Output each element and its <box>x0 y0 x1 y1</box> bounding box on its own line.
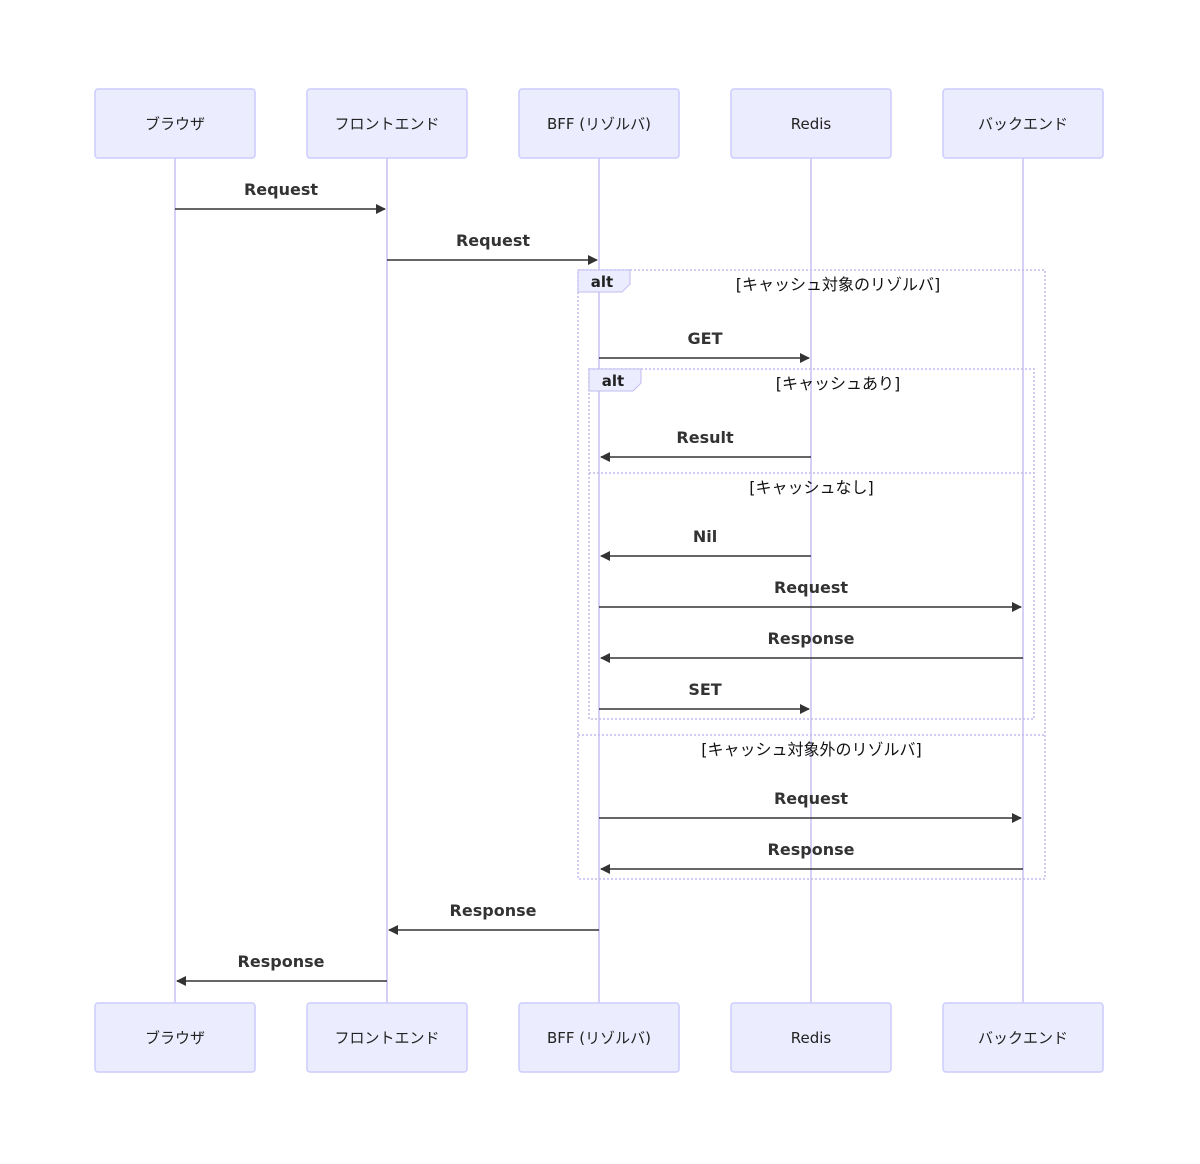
participant-label: フロントエンド <box>334 115 439 133</box>
participant-label: フロントエンド <box>334 1029 439 1047</box>
participant-redis-bottom: Redis <box>730 1002 892 1073</box>
fragment-outer-alt: alt [キャッシュ対象のリゾルバ] [キャッシュ対象外のリゾルバ] <box>577 269 1046 880</box>
participant-frontend-bottom: フロントエンド <box>306 1002 468 1073</box>
message-5: Nil <box>600 527 811 561</box>
participant-label: BFF (リゾルバ) <box>547 1029 651 1047</box>
participant-box <box>942 1002 1104 1073</box>
fragment-keyword: alt <box>602 372 624 390</box>
message-label: SET <box>688 680 721 699</box>
participant-box <box>306 88 468 159</box>
participant-box <box>730 1002 892 1073</box>
message-label: Response <box>768 629 855 648</box>
fragment-guard: [キャッシュ対象外のリゾルバ] <box>701 740 922 759</box>
message-label: Request <box>244 180 318 199</box>
message-9: Request <box>599 789 1022 823</box>
participant-label: Redis <box>791 1029 832 1047</box>
fragment-keyword-tag <box>577 269 631 293</box>
participant-label: Redis <box>791 115 832 133</box>
message-label: GET <box>688 329 723 348</box>
message-label: Result <box>676 428 734 447</box>
participant-box <box>518 88 680 159</box>
participant-label: ブラウザ <box>145 1029 205 1047</box>
message-1: Request <box>175 180 386 214</box>
fragment-frame <box>588 368 1035 720</box>
participant-bff-top: BFF (リゾルバ) <box>518 88 680 159</box>
fragment-keyword-tag <box>588 368 642 392</box>
participant-backend-top: バックエンド <box>942 88 1104 159</box>
participant-box <box>730 88 892 159</box>
participant-label: バックエンド <box>978 115 1068 133</box>
participant-box <box>94 88 256 159</box>
message-2: Request <box>387 231 598 265</box>
fragment-inner-alt: alt [キャッシュあり] [キャッシュなし] <box>588 368 1035 720</box>
participant-redis-top: Redis <box>730 88 892 159</box>
message-7: Response <box>600 629 1023 663</box>
message-label: Response <box>238 952 325 971</box>
message-label: Request <box>774 578 848 597</box>
fragment-guard: [キャッシュなし] <box>749 478 874 497</box>
message-label: Response <box>768 840 855 859</box>
message-label: Request <box>456 231 530 250</box>
lifelines <box>174 158 1024 1003</box>
participant-box <box>942 88 1104 159</box>
fragment-guard: [キャッシュ対象のリゾルバ] <box>736 275 941 294</box>
participant-browser-bottom: ブラウザ <box>94 1002 256 1073</box>
participant-browser-top: ブラウザ <box>94 88 256 159</box>
participant-bff-bottom: BFF (リゾルバ) <box>518 1002 680 1073</box>
fragments: alt [キャッシュ対象のリゾルバ] [キャッシュ対象外のリゾルバ] alt [キャッシ… <box>577 269 1046 880</box>
participant-label: バックエンド <box>978 1029 1068 1047</box>
participant-label: ブラウザ <box>145 115 205 133</box>
participant-box <box>306 1002 468 1073</box>
message-11: Response <box>388 901 599 935</box>
message-3: GET <box>599 329 810 363</box>
fragment-keyword: alt <box>591 273 613 291</box>
message-8: SET <box>599 680 810 714</box>
message-12: Response <box>176 952 387 986</box>
participant-box <box>518 1002 680 1073</box>
message-label: Response <box>450 901 537 920</box>
messages: RequestRequestGETResultNilRequestRespons… <box>175 180 1023 986</box>
message-4: Result <box>600 428 811 462</box>
message-6: Request <box>599 578 1022 612</box>
fragment-frame <box>577 269 1046 880</box>
message-label: Nil <box>693 527 717 546</box>
participant-box <box>94 1002 256 1073</box>
message-label: Request <box>774 789 848 808</box>
fragment-guard: [キャッシュあり] <box>776 374 901 393</box>
participant-frontend-top: フロントエンド <box>306 88 468 159</box>
participant-label: BFF (リゾルバ) <box>547 115 651 133</box>
message-10: Response <box>600 840 1023 874</box>
participant-backend-bottom: バックエンド <box>942 1002 1104 1073</box>
